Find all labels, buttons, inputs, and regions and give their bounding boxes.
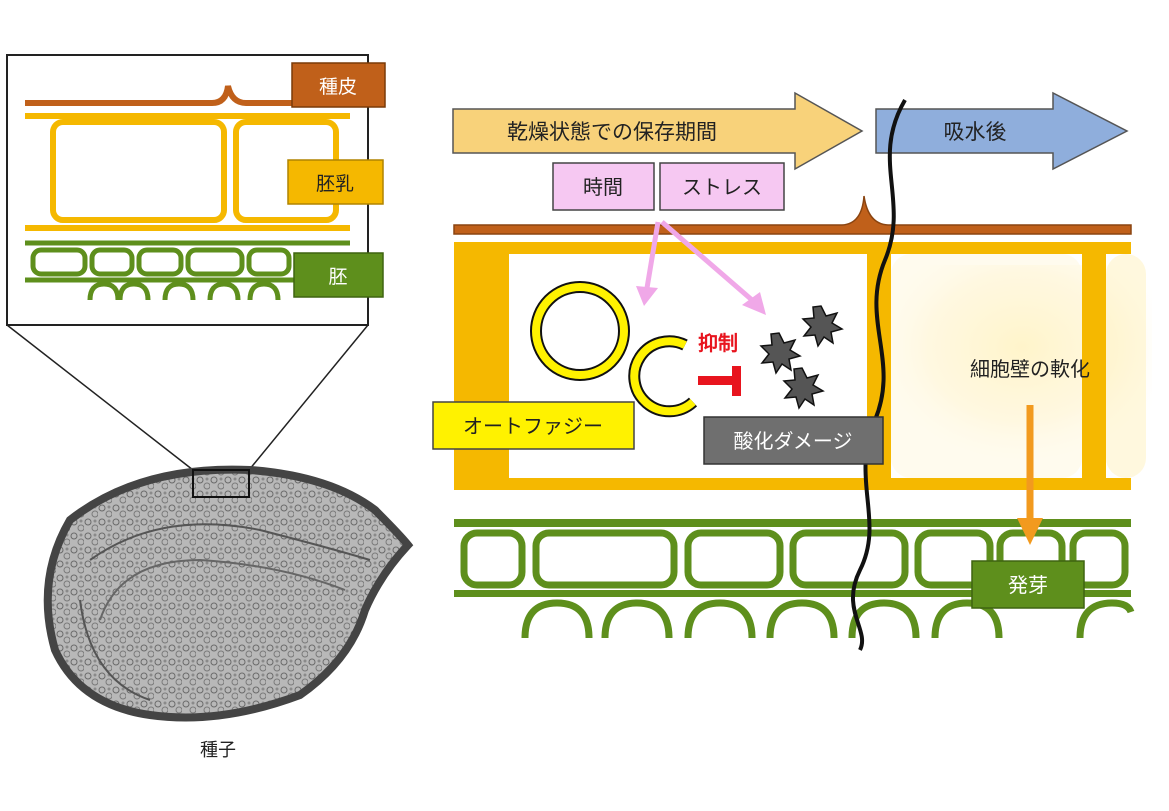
storage-period-arrow bbox=[452, 91, 864, 171]
phagophore bbox=[630, 337, 696, 416]
inhibition-bar bbox=[698, 376, 732, 385]
embryo-label-box bbox=[293, 252, 384, 298]
inset-panel: 種皮 胚乳 胚 bbox=[6, 54, 386, 326]
autophagy-box bbox=[432, 401, 635, 450]
imbibition-arrow bbox=[875, 91, 1129, 171]
inhibition-label: 抑制 bbox=[698, 331, 738, 355]
seed-coat-layer bbox=[453, 195, 1132, 235]
embryo-cell bbox=[532, 529, 678, 589]
time-label: 時間 bbox=[583, 175, 623, 199]
imbibition-boundary-line bbox=[850, 98, 907, 651]
stress-label: ストレス bbox=[682, 175, 762, 199]
embryo-cell bbox=[1069, 529, 1129, 589]
inset-embryo-cell bbox=[185, 247, 245, 277]
zoom-line-left bbox=[6, 324, 194, 471]
autophagosome bbox=[532, 283, 628, 379]
inset-endosperm-cell bbox=[50, 119, 227, 223]
inset-embryo-cell bbox=[246, 247, 292, 277]
germination-box bbox=[971, 560, 1085, 609]
after-imbibition-label: 吸水後 bbox=[944, 120, 1007, 144]
inset-embryo-cell bbox=[89, 247, 135, 277]
endosperm-cell-softening bbox=[891, 254, 1082, 478]
stress-box bbox=[659, 162, 785, 211]
oxidative-damage-box bbox=[703, 416, 884, 465]
storage-period-label: 乾燥状態での保存期間 bbox=[507, 120, 717, 144]
embryo-label: 胚 bbox=[328, 266, 347, 288]
inset-seed-coat bbox=[25, 85, 350, 106]
germination-label: 発芽 bbox=[1008, 573, 1048, 597]
endosperm-cell-edge bbox=[1106, 254, 1146, 478]
inhibition-cap bbox=[732, 366, 741, 396]
endosperm-label: 胚乳 bbox=[316, 173, 354, 195]
inset-embryo-cell bbox=[136, 247, 184, 277]
stress-arrows bbox=[636, 220, 766, 315]
zoom-line-right bbox=[248, 324, 369, 471]
seed-image: 種子 bbox=[43, 465, 414, 761]
time-box bbox=[552, 162, 655, 211]
seed-coat-label: 種皮 bbox=[319, 76, 357, 98]
embryo-layer bbox=[454, 519, 1135, 639]
seed-zoom-box bbox=[192, 469, 250, 498]
oxidative-damage-label: 酸化ダメージ bbox=[734, 429, 853, 453]
autophagy-label: オートファジー bbox=[463, 414, 603, 438]
embryo-cell bbox=[684, 529, 784, 589]
embryo-cell bbox=[789, 529, 909, 589]
endosperm-label-box bbox=[287, 159, 384, 205]
seed-coat-label-box bbox=[291, 62, 386, 108]
oxidative-damage-stars bbox=[759, 305, 844, 410]
seed-label: 種子 bbox=[200, 740, 236, 761]
cell-wall-softening-label: 細胞壁の軟化 bbox=[970, 357, 1090, 381]
germination-arrow-head bbox=[1017, 518, 1043, 545]
embryo-cell bbox=[460, 529, 526, 589]
inset-embryo-cell bbox=[30, 247, 88, 277]
